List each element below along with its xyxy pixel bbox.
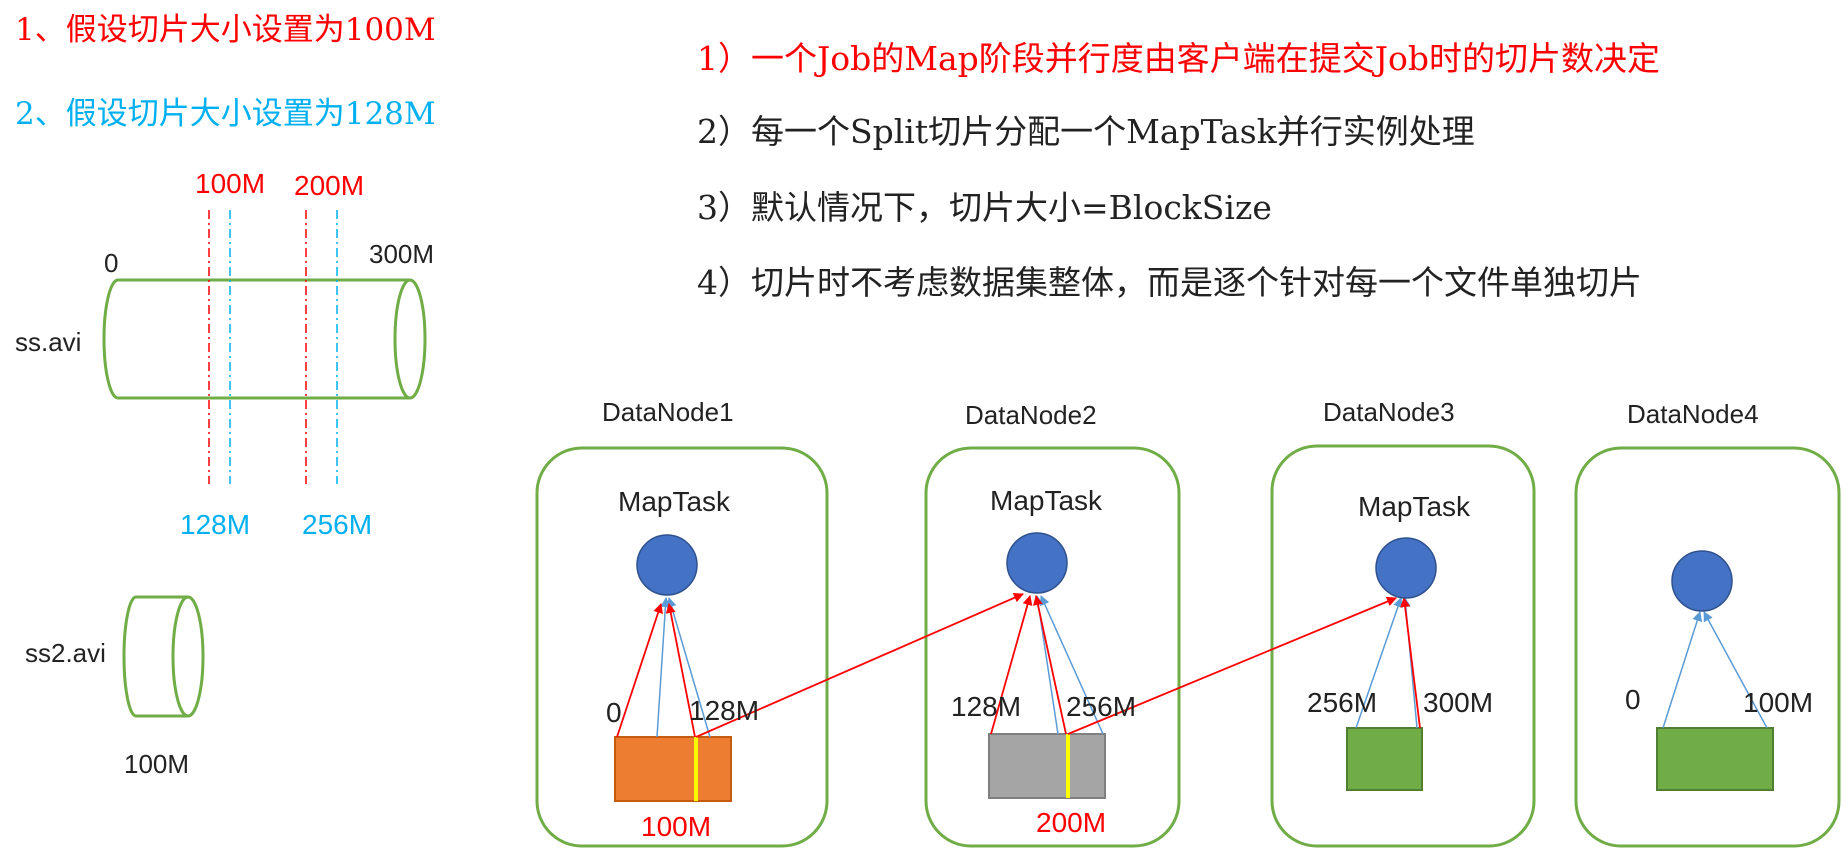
mark-256m-label: 256M <box>302 509 373 540</box>
datanode2-split-label: 200M <box>1036 807 1107 838</box>
datanode3-right-label: 300M <box>1423 687 1494 718</box>
datanode4-title: DataNode4 <box>1627 399 1759 429</box>
datanode2-title: DataNode2 <box>965 400 1097 430</box>
datanode3-left-label: 256M <box>1307 687 1378 718</box>
datanode1-split-label: 100M <box>641 811 712 842</box>
block4 <box>1656 727 1774 791</box>
datanode1-right-label: 128M <box>689 695 760 726</box>
datanode3-title: DataNode3 <box>1323 397 1455 427</box>
datanode2-left-label: 128M <box>951 691 1022 722</box>
maptask-node-2 <box>1006 532 1068 594</box>
rule-2: 2）每一个Split切片分配一个MapTask并行实例处理 <box>697 112 1475 151</box>
rule-4: 4）切片时不考虑数据集整体，而是逐个针对每一个文件单独切片 <box>697 263 1642 302</box>
datanode1-task-label: MapTask <box>618 486 731 517</box>
datanode2-right-label: 256M <box>1066 691 1137 722</box>
mark-128m-label: 128M <box>180 509 251 540</box>
datanode2-task-label: MapTask <box>990 485 1103 516</box>
datanode1-title: DataNode1 <box>602 397 734 427</box>
split-marks <box>208 210 338 484</box>
ss2-avi-cylinder <box>122 595 205 718</box>
setting1-heading: 1、假设切片大小设置为100M <box>15 12 436 48</box>
maptask-node-1 <box>636 534 698 596</box>
block1 <box>614 736 732 802</box>
ss-avi-cylinder <box>102 278 427 400</box>
setting2-heading: 2、假设切片大小设置为128M <box>15 96 436 132</box>
mark-100m-label: 100M <box>195 168 266 199</box>
block2 <box>988 733 1106 799</box>
red-arrows <box>616 593 1421 738</box>
rule-3: 3）默认情况下，切片大小=BlockSize <box>697 188 1272 227</box>
mark-200m-label: 200M <box>294 170 365 201</box>
datanode4-left-label: 0 <box>1625 684 1641 715</box>
datanode3-task-label: MapTask <box>1358 491 1471 522</box>
datanode1-box <box>535 446 829 848</box>
maptask-node-4 <box>1671 550 1733 612</box>
maptask-node-3 <box>1375 537 1437 599</box>
file1-end-label: 300M <box>369 239 435 269</box>
file2-size-label: 100M <box>124 749 190 779</box>
file1-start-label: 0 <box>104 248 119 278</box>
file2-name: ss2.avi <box>25 638 106 668</box>
datanode1-left-label: 0 <box>606 697 622 728</box>
block3 <box>1346 727 1423 791</box>
file1-name: ss.avi <box>15 327 82 357</box>
datanode3-box <box>1270 444 1536 848</box>
rule-1: 1）一个Job的Map阶段并行度由客户端在提交Job时的切片数决定 <box>697 39 1661 78</box>
datanode4-right-label: 100M <box>1743 687 1814 718</box>
